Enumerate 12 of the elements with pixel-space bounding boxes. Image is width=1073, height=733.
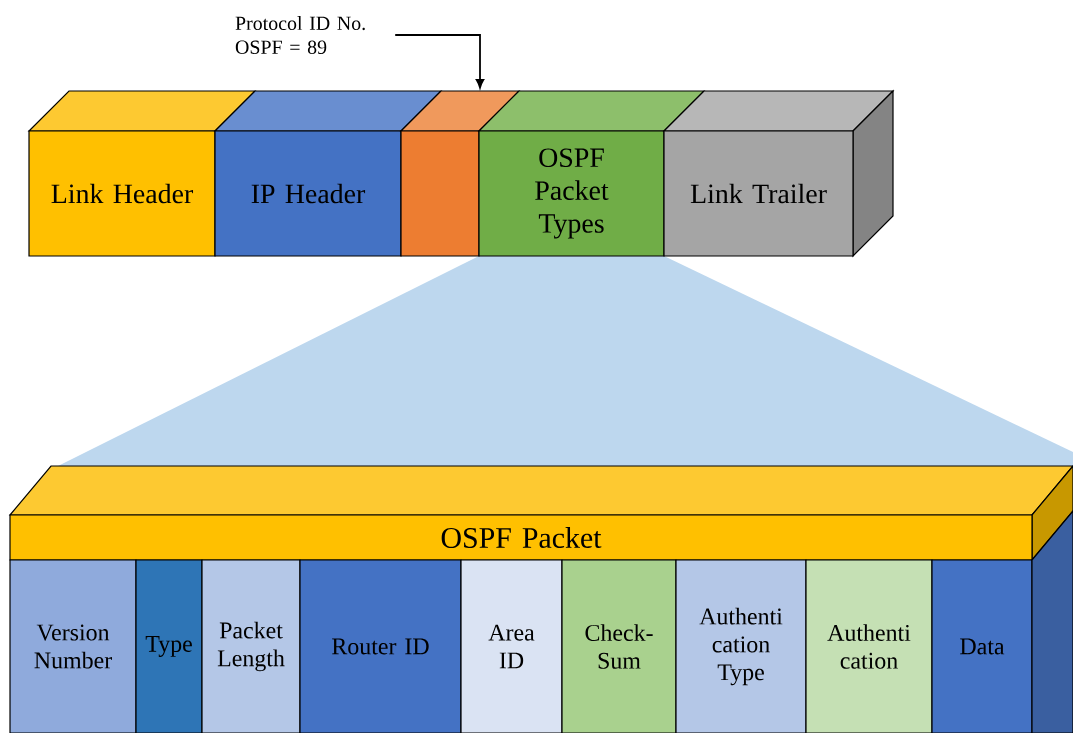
packet-field-box: Type bbox=[135, 559, 203, 733]
arrow bbox=[394, 34, 485, 89]
packet-field-box: Router ID bbox=[299, 559, 462, 733]
packet-field-box: Authenti cation bbox=[805, 559, 933, 733]
packet-field-box: Version Number bbox=[9, 559, 137, 733]
packet-field-box: Authenti cation Type bbox=[675, 559, 807, 733]
node-label: OSPF Packet bbox=[441, 526, 602, 549]
packet-field-box: Packet Length bbox=[201, 559, 301, 733]
packet-field-box: Area ID bbox=[460, 559, 563, 733]
annotation-text: Protocol ID No. OSPF = 89 bbox=[235, 16, 365, 54]
packet-field-box: Check- Sum bbox=[561, 559, 677, 733]
packet-field-box: Data bbox=[931, 559, 1033, 733]
